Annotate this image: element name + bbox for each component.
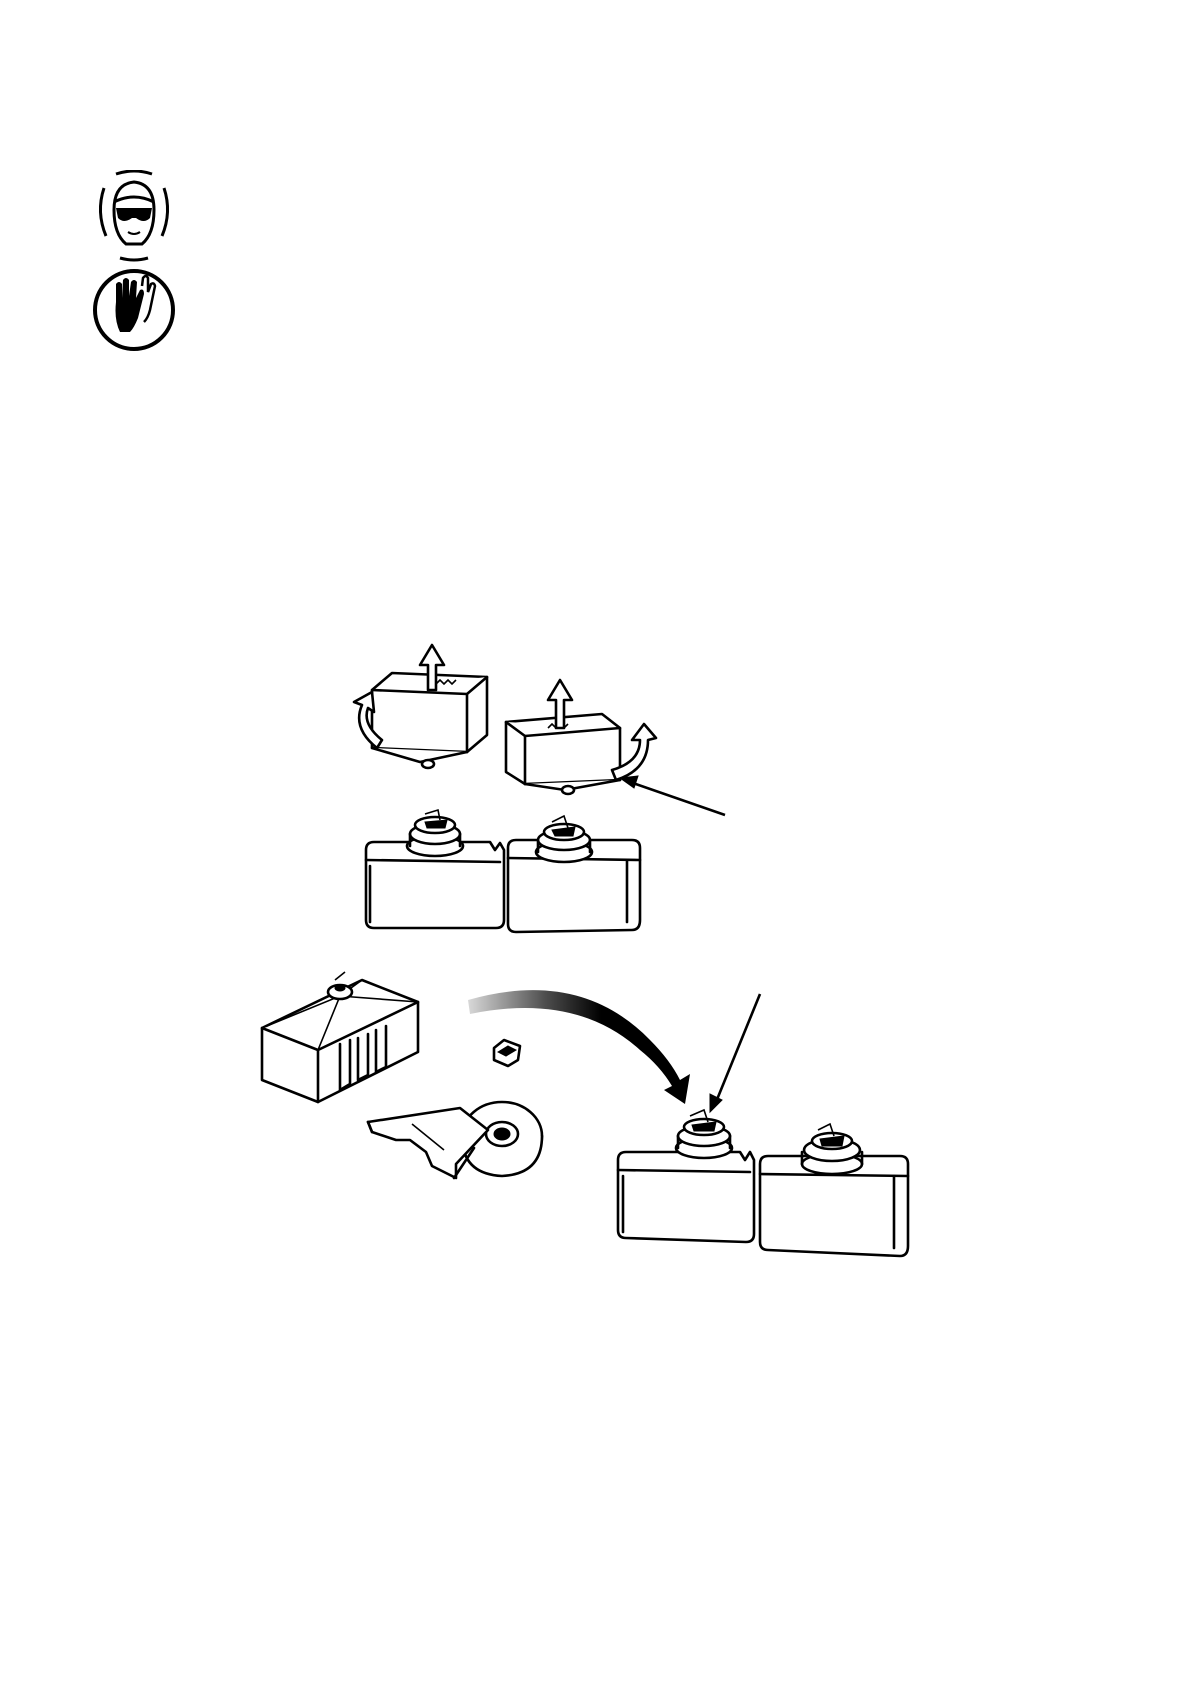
ink-cartridge-pair-top (366, 810, 640, 932)
ink-cartridge-pair-bottom (618, 1110, 908, 1256)
pointer-arrow-top (620, 776, 725, 815)
connector-plug (494, 1040, 520, 1066)
ink-reservoir-block (262, 972, 418, 1102)
pointer-arrow-bottom (710, 994, 760, 1112)
spool-with-clip (368, 1102, 542, 1178)
